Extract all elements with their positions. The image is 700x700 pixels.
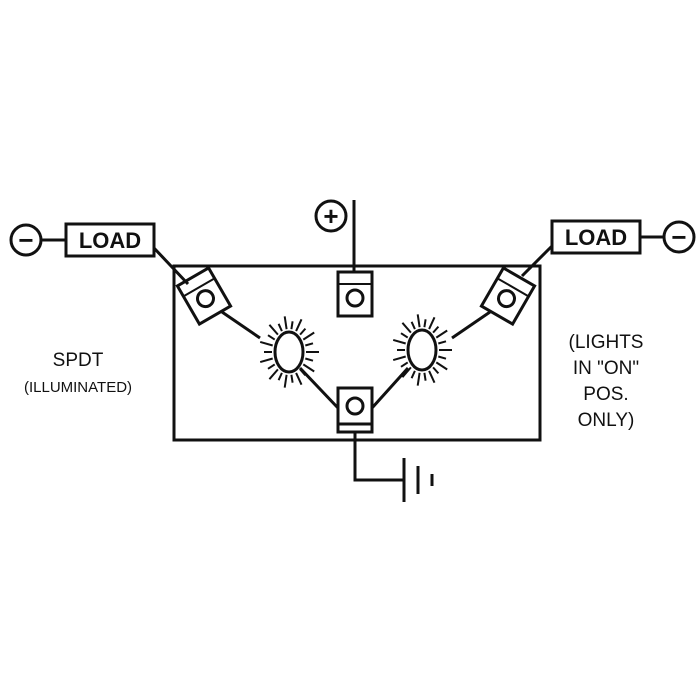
wire-right-terminal-to-lamp xyxy=(451,310,491,340)
lamp-ray xyxy=(267,334,276,341)
lights-note-line2: IN "ON" xyxy=(573,358,639,379)
positive-symbol: + xyxy=(323,201,338,231)
lamp-ray xyxy=(392,338,406,345)
lamp-ray xyxy=(259,357,273,364)
wire-left-terminal-to-lamp xyxy=(221,310,261,340)
lamp-ray xyxy=(432,325,440,334)
lamp-ray xyxy=(428,316,436,330)
terminal-left xyxy=(175,265,233,327)
lamp-ray xyxy=(435,329,448,339)
wire-left-lamp-to-bottom xyxy=(298,366,340,410)
load-label-left: LOAD xyxy=(79,228,141,253)
lamp-ray xyxy=(392,355,406,362)
lamp-ray xyxy=(438,355,447,360)
positive-terminal: + xyxy=(314,199,348,233)
lamp-ray xyxy=(428,370,436,384)
lamp-ray xyxy=(401,322,412,334)
lamp-ray xyxy=(423,319,427,328)
lights-note-line4: ONLY) xyxy=(578,410,635,431)
lamp-ray xyxy=(259,340,273,347)
lamp-ray xyxy=(305,342,314,347)
ground-icon xyxy=(402,458,434,502)
negative-symbol-right: − xyxy=(671,222,686,252)
negative-terminal-left: − xyxy=(9,223,43,257)
lamp-ray xyxy=(305,357,314,362)
lamp-ray xyxy=(410,321,416,330)
lights-note-line1: (LIGHTS xyxy=(569,332,644,353)
lamp-ray xyxy=(401,366,412,378)
lamp-ray xyxy=(299,368,307,377)
lamp-ray xyxy=(416,372,421,386)
load-box-left: LOAD xyxy=(64,222,156,258)
lamp-right-icon xyxy=(392,314,452,386)
lamp-ray xyxy=(423,372,427,381)
terminal-bottom-center xyxy=(336,386,374,434)
lamp-ray xyxy=(283,316,288,330)
lamp-ray xyxy=(290,321,294,330)
switch-type-label: SPDT xyxy=(53,350,104,371)
lamp-ray xyxy=(302,331,315,341)
lamp-ray xyxy=(410,370,416,379)
wire-right-lamp-to-bottom xyxy=(370,366,410,410)
lamp-ray xyxy=(268,368,279,380)
negative-terminal-right: − xyxy=(662,220,696,254)
lights-note-line3: POS. xyxy=(583,384,628,405)
wire-load-left-to-terminal xyxy=(152,246,190,286)
lamp-ray xyxy=(268,324,279,336)
lamp-ray xyxy=(277,372,283,381)
lamp-left-icon xyxy=(259,316,319,388)
lamp-ray xyxy=(295,372,303,386)
lamp-ray xyxy=(432,366,440,375)
terminal-right xyxy=(479,265,537,327)
lamp-ray xyxy=(267,363,276,370)
switch-body xyxy=(172,264,542,442)
load-box-right: LOAD xyxy=(550,219,642,255)
negative-symbol-left: − xyxy=(18,225,33,255)
lamp-ray xyxy=(416,314,421,328)
lamp-ray xyxy=(435,361,448,371)
lamp-ray xyxy=(283,374,288,388)
switch-note-label: (ILLUMINATED) xyxy=(24,379,132,396)
lamp-ray xyxy=(295,318,303,332)
lamp-ray xyxy=(302,363,315,373)
lamp-ray xyxy=(400,332,409,339)
lamp-ray xyxy=(277,323,283,332)
load-label-right: LOAD xyxy=(565,225,627,250)
lamp-ray xyxy=(438,340,447,345)
lamp-ray xyxy=(400,361,409,368)
lamp-ray xyxy=(299,327,307,336)
wire-load-right-to-terminal xyxy=(520,244,554,278)
wire-ground xyxy=(353,432,404,482)
lamp-ray xyxy=(290,374,294,383)
terminal-top-center xyxy=(336,270,374,318)
